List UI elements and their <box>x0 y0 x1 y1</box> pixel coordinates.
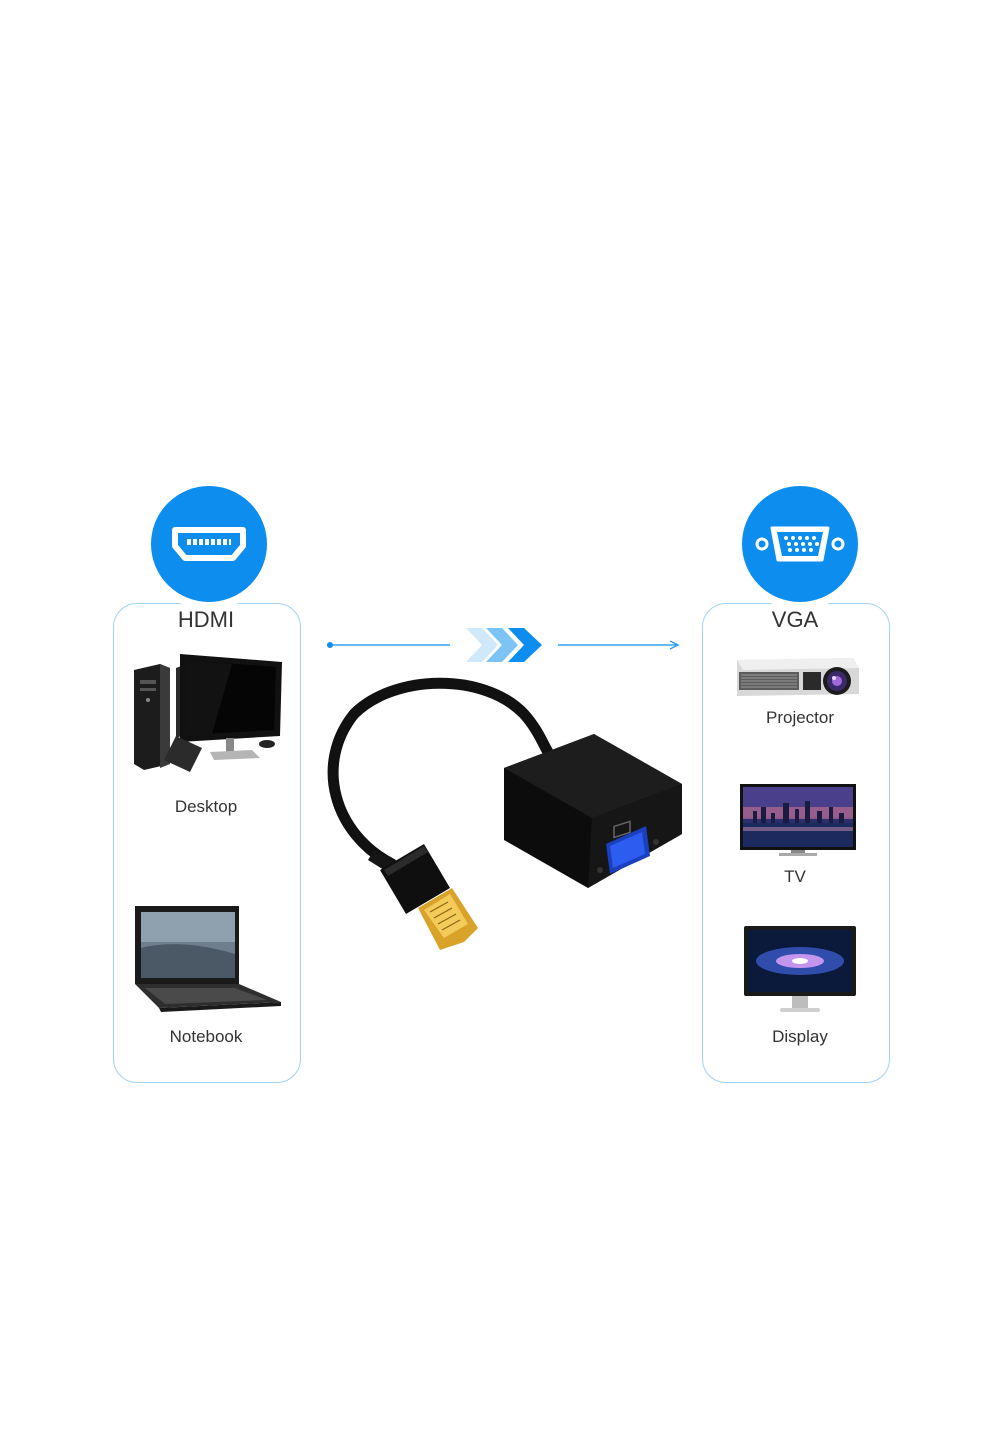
projector-icon <box>737 658 859 696</box>
monitor-icon <box>744 926 856 1012</box>
hdmi-badge <box>143 478 275 610</box>
hdmi-to-vga-adapter-icon <box>327 677 682 950</box>
hdmi-port-icon <box>172 527 246 561</box>
direction-arrow <box>327 628 680 662</box>
vga-title: VGA <box>771 607 819 632</box>
projector-label: Projector <box>765 708 835 727</box>
chevron-right-icon <box>466 628 542 662</box>
tv-label: TV <box>784 867 806 886</box>
notebook-label: Notebook <box>169 1027 243 1046</box>
vga-badge <box>734 478 866 610</box>
tv-icon <box>740 784 856 856</box>
desktop-computer-icon <box>134 654 282 772</box>
hdmi-title: HDMI <box>177 607 235 632</box>
laptop-icon <box>135 906 281 1012</box>
desktop-label: Desktop <box>174 797 238 816</box>
display-label: Display <box>772 1027 828 1046</box>
vga-port-icon <box>755 526 845 562</box>
